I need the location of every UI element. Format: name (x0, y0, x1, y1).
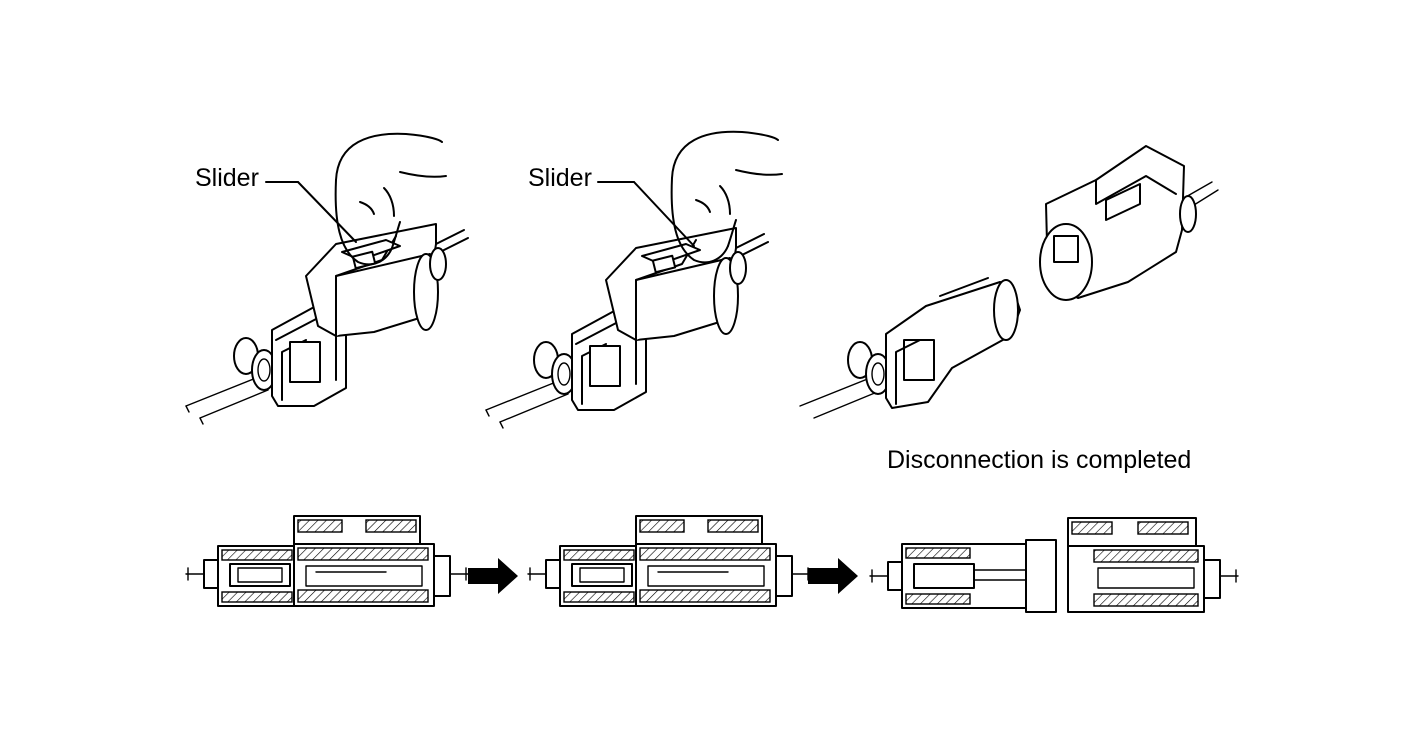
section-view-2 (527, 515, 811, 607)
section-view-1 (185, 515, 469, 607)
connector-sketch-2: Slider (485, 130, 783, 429)
right-arrow-icon (468, 558, 518, 594)
connector-sketch-1: Slider (185, 132, 469, 425)
slider-label-1: Slider (195, 164, 259, 192)
leader-line-1b (297, 181, 357, 243)
male-half (799, 277, 1021, 419)
female-half (1039, 145, 1219, 301)
section-view-3 (869, 517, 1239, 613)
slider-label-2: Slider (528, 164, 592, 192)
leader-line-2b (633, 181, 695, 247)
right-arrow-icon (808, 558, 858, 594)
completed-caption: Disconnection is completed (887, 446, 1191, 474)
connector-sketch-3 (799, 145, 1219, 419)
